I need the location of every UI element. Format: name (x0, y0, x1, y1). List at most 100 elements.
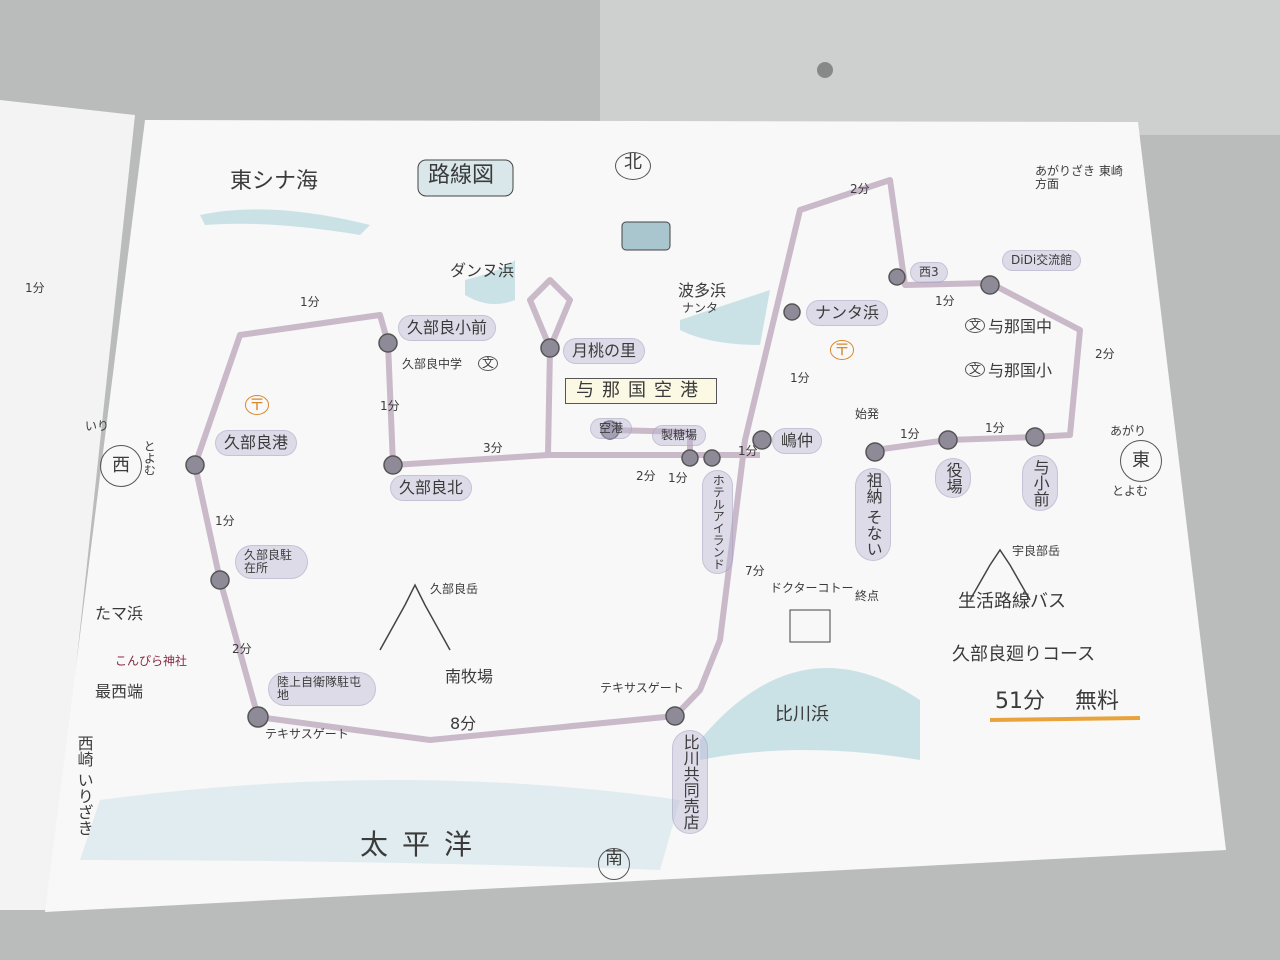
mountain-icons (379, 548, 1031, 651)
stop-gettou: 月桃の里 (563, 338, 646, 364)
bus-stops (185, 268, 1045, 728)
travel-time: 2分 (636, 469, 656, 483)
travel-time: 1分 (900, 427, 920, 441)
stop-marker (665, 706, 685, 726)
left-neighbour-sheet (0, 100, 135, 910)
stop-marker (383, 455, 403, 475)
yonaguni-junior-high-label: 与那国中 (988, 317, 1053, 336)
west-reading-top: いり (85, 419, 110, 433)
doctor-koto-label: ドクターコトー (770, 581, 854, 595)
stop-marker (703, 449, 721, 467)
travel-time: 7分 (745, 564, 765, 578)
travel-time: 2分 (1095, 347, 1115, 361)
west-reading-bottom: とよむ (142, 440, 157, 476)
legend-course-name: 久部良廻りコース (952, 644, 1096, 665)
stop-marker (888, 268, 906, 286)
travel-time: 1分 (25, 281, 45, 295)
east-reading-bottom: とよむ (1112, 484, 1149, 498)
stop-kubura-kita: 久部良北 (390, 475, 473, 501)
stop-marker (210, 570, 230, 590)
stop-yosho: 与小前 (1022, 455, 1058, 511)
stop-marker (938, 430, 958, 450)
stop-marker (681, 449, 699, 467)
east-marker: 東 (1120, 440, 1162, 482)
sea-areas (80, 209, 920, 870)
west-marker: 西 (100, 445, 142, 487)
nanta-label: ナンタ (682, 301, 719, 315)
stop-shimanaka: 嶋仲 (772, 428, 823, 454)
stop-marker (247, 706, 269, 728)
stop-marker (185, 455, 205, 475)
legend-service-name: 生活路線バス (958, 591, 1066, 612)
travel-time: 1分 (668, 471, 688, 485)
travel-time: 1分 (790, 371, 810, 385)
east-china-sea-label: 東シナ海 (230, 169, 319, 194)
texas-gate-label: テキサスゲート (265, 727, 349, 741)
legend-fare: 無料 (1075, 689, 1120, 714)
start-label: 始発 (855, 407, 880, 421)
school-icon: 文 (965, 362, 985, 378)
north-marker: 北 (615, 152, 651, 180)
stop-higawa: 比川共同売店 (672, 730, 708, 834)
school-icon: 文 (965, 318, 985, 334)
travel-time: 3分 (483, 441, 503, 455)
stop-kubura-kou: 久部良港 (215, 430, 298, 456)
pacific-ocean-label: 太平洋 (360, 828, 487, 861)
legend-underline (989, 716, 1141, 722)
school-icon: 文 (478, 356, 498, 372)
irizaki-label: 西崎 いりざき (74, 735, 94, 837)
east-direction-note: あがりざき 東崎方面 (1035, 164, 1123, 192)
travel-time: 1分 (935, 294, 955, 308)
stop-didi: DiDi交流館 (1002, 250, 1082, 272)
bus-title-icon (417, 159, 514, 197)
stop-marker (783, 303, 801, 321)
danu-beach-label: ダンヌ浜 (450, 261, 515, 280)
stop-airport: 空港 (590, 418, 633, 440)
travel-time: 1分 (380, 399, 400, 413)
stop-marker (865, 442, 885, 462)
airport-label: 与那国空港 (565, 378, 717, 404)
stop-hotel: ホテルアイランド (702, 470, 734, 574)
east-reading-top: あがり (1110, 424, 1147, 438)
konpira-shrine-label: こんぴら神社 (115, 654, 188, 668)
stop-yakuba: 役場 (935, 458, 971, 498)
travel-time: 1分 (300, 295, 320, 309)
travel-time: 1分 (985, 421, 1005, 435)
clinic-building-icon (789, 609, 831, 643)
south-ranch-label: 南牧場 (445, 667, 494, 686)
travel-time: 1分 (738, 444, 758, 458)
tama-beach-label: たマ浜 (95, 604, 144, 623)
screw-icon (817, 62, 833, 78)
stop-marker (752, 430, 772, 450)
urabu-dake-label: 宇良部岳 (1012, 544, 1061, 558)
bus-icon (621, 221, 671, 251)
stop-seitou: 製糖場 (652, 425, 707, 447)
stop-kubura-sho: 久部良小前 (398, 315, 497, 341)
stop-nanta-hama: ナンタ浜 (806, 300, 889, 326)
yonaguni-elementary-label: 与那国小 (988, 361, 1053, 380)
hata-beach-label: 波多浜 (678, 281, 727, 300)
stop-marker (980, 275, 1000, 295)
stop-sonai: 祖納 そない (855, 468, 891, 562)
stop-chuzaisho: 久部良駐在所 (235, 545, 308, 580)
stop-marker (540, 338, 560, 358)
kubura-junior-high-label: 久部良中学 (402, 357, 463, 371)
stop-marker (1025, 427, 1045, 447)
stop-marker (378, 333, 398, 353)
travel-time: 8分 (450, 714, 477, 733)
travel-time: 2分 (232, 642, 252, 656)
stop-jieitai: 陸上自衛隊駐屯地 (268, 672, 376, 707)
legend-duration: 51分 (995, 689, 1045, 714)
map-title: 路線図 (428, 163, 495, 188)
south-marker: 南 (598, 848, 630, 880)
texas-gate-label: テキサスゲート (600, 681, 684, 695)
travel-time: 1分 (215, 514, 235, 528)
higawa-beach-label: 比川浜 (775, 704, 829, 725)
post-office-icon: 〒 (245, 395, 269, 415)
kubura-dake-label: 久部良岳 (430, 582, 479, 596)
end-label: 終点 (855, 589, 880, 603)
stop-nishi3: 西3 (910, 262, 948, 284)
westernmost-label: 最西端 (95, 682, 144, 701)
travel-time: 2分 (850, 182, 870, 196)
post-office-icon: 〒 (830, 340, 854, 360)
